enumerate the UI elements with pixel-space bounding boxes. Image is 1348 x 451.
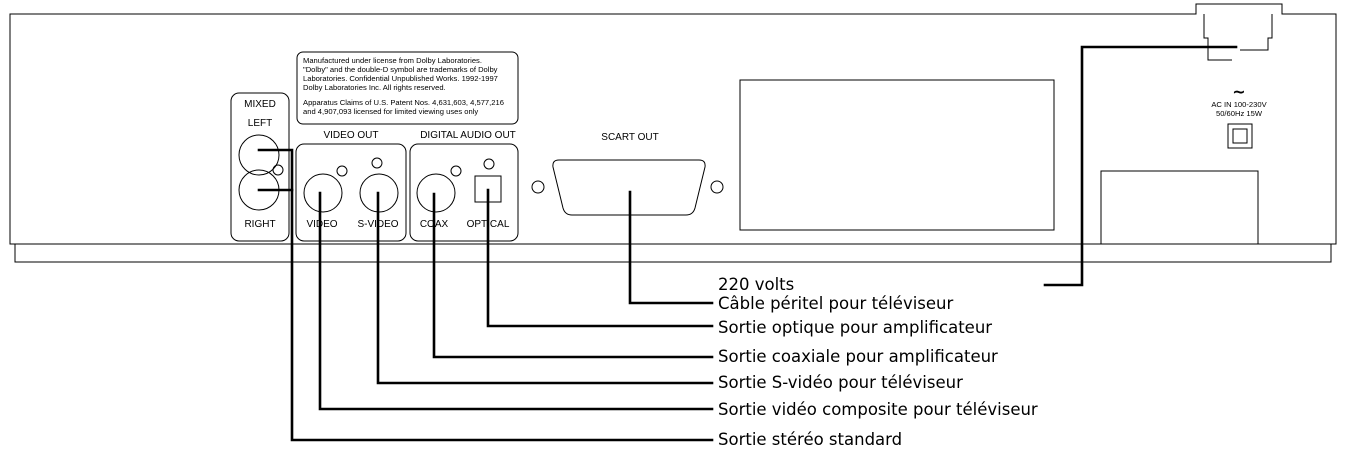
- mixed-label: MIXED: [244, 99, 276, 110]
- leader-line-stereo: [257, 148, 714, 442]
- callout-coax: Sortie coaxiale pour amplificateur: [718, 347, 998, 366]
- scart-screw-left: [531, 180, 545, 194]
- power-cord-bracket: [1203, 14, 1273, 61]
- video-indicator-led: [336, 165, 348, 177]
- callout-power: 220 volts: [718, 275, 794, 294]
- coax-jack: [416, 173, 456, 213]
- ac-rating-line2: 50/60Hz 15W: [1216, 109, 1263, 118]
- audio-left-jack: [238, 134, 280, 176]
- video-out-label: VIDEO OUT: [323, 130, 378, 141]
- chassis-outline: [9, 3, 1337, 263]
- leader-line-video: [318, 191, 714, 411]
- ac-inlet: [1227, 123, 1253, 149]
- audio-indicator-led: [272, 164, 284, 176]
- leader-line-optical: [486, 188, 714, 328]
- video-label: VIDEO: [306, 219, 337, 230]
- callout-optical: Sortie optique pour amplificateur: [718, 318, 992, 337]
- digital-audio-out-group: [409, 143, 519, 242]
- ac-rating-line1: AC IN 100-230V: [1211, 100, 1267, 109]
- license-line: Laboratories. Confidential Unpublished W…: [303, 74, 498, 83]
- callout-video: Sortie vidéo composite pour téléviseur: [718, 400, 1038, 419]
- ac-symbol: ~: [1232, 82, 1245, 101]
- composite-video-jack: [303, 173, 343, 213]
- callout-svideo: Sortie S-vidéo pour téléviseur: [718, 373, 963, 392]
- license-text: Manufactured under license from Dolby La…: [303, 56, 506, 116]
- license-line: Apparatus Claims of U.S. Patent Nos. 4,6…: [303, 98, 504, 107]
- left-label: LEFT: [248, 118, 272, 129]
- leader-line-scart: [628, 190, 714, 305]
- mixed-audio-group: [230, 92, 290, 242]
- digital-audio-out-label: DIGITAL AUDIO OUT: [420, 130, 516, 141]
- leader-line-coax: [432, 192, 714, 359]
- license-box: [296, 51, 519, 125]
- scart-out-label: SCART OUT: [601, 132, 658, 143]
- optical-indicator-led: [483, 158, 495, 170]
- license-line: Dolby Laboratories Inc. All rights reser…: [303, 83, 446, 92]
- blank-plate: [739, 79, 1055, 231]
- label-plate: [1100, 170, 1259, 245]
- ac-inlet-inner: [1232, 128, 1248, 144]
- coax-indicator-led: [450, 165, 462, 177]
- svideo-indicator-led: [371, 157, 383, 169]
- right-label: RIGHT: [244, 219, 275, 230]
- scart-screw-right: [710, 180, 724, 194]
- license-line: and 4,907,093 licensed for limited viewi…: [303, 107, 478, 116]
- license-line: Manufactured under license from Dolby La…: [303, 56, 482, 65]
- leader-line-svideo: [376, 191, 714, 385]
- callout-scart: Câble péritel pour téléviseur: [718, 294, 953, 313]
- scart-connector: [552, 159, 706, 216]
- callout-stereo: Sortie stéréo standard: [718, 430, 902, 449]
- license-line: "Dolby" and the double-D symbol are trad…: [303, 65, 498, 74]
- leader-line-power: [1043, 45, 1238, 287]
- video-out-group: [295, 143, 407, 242]
